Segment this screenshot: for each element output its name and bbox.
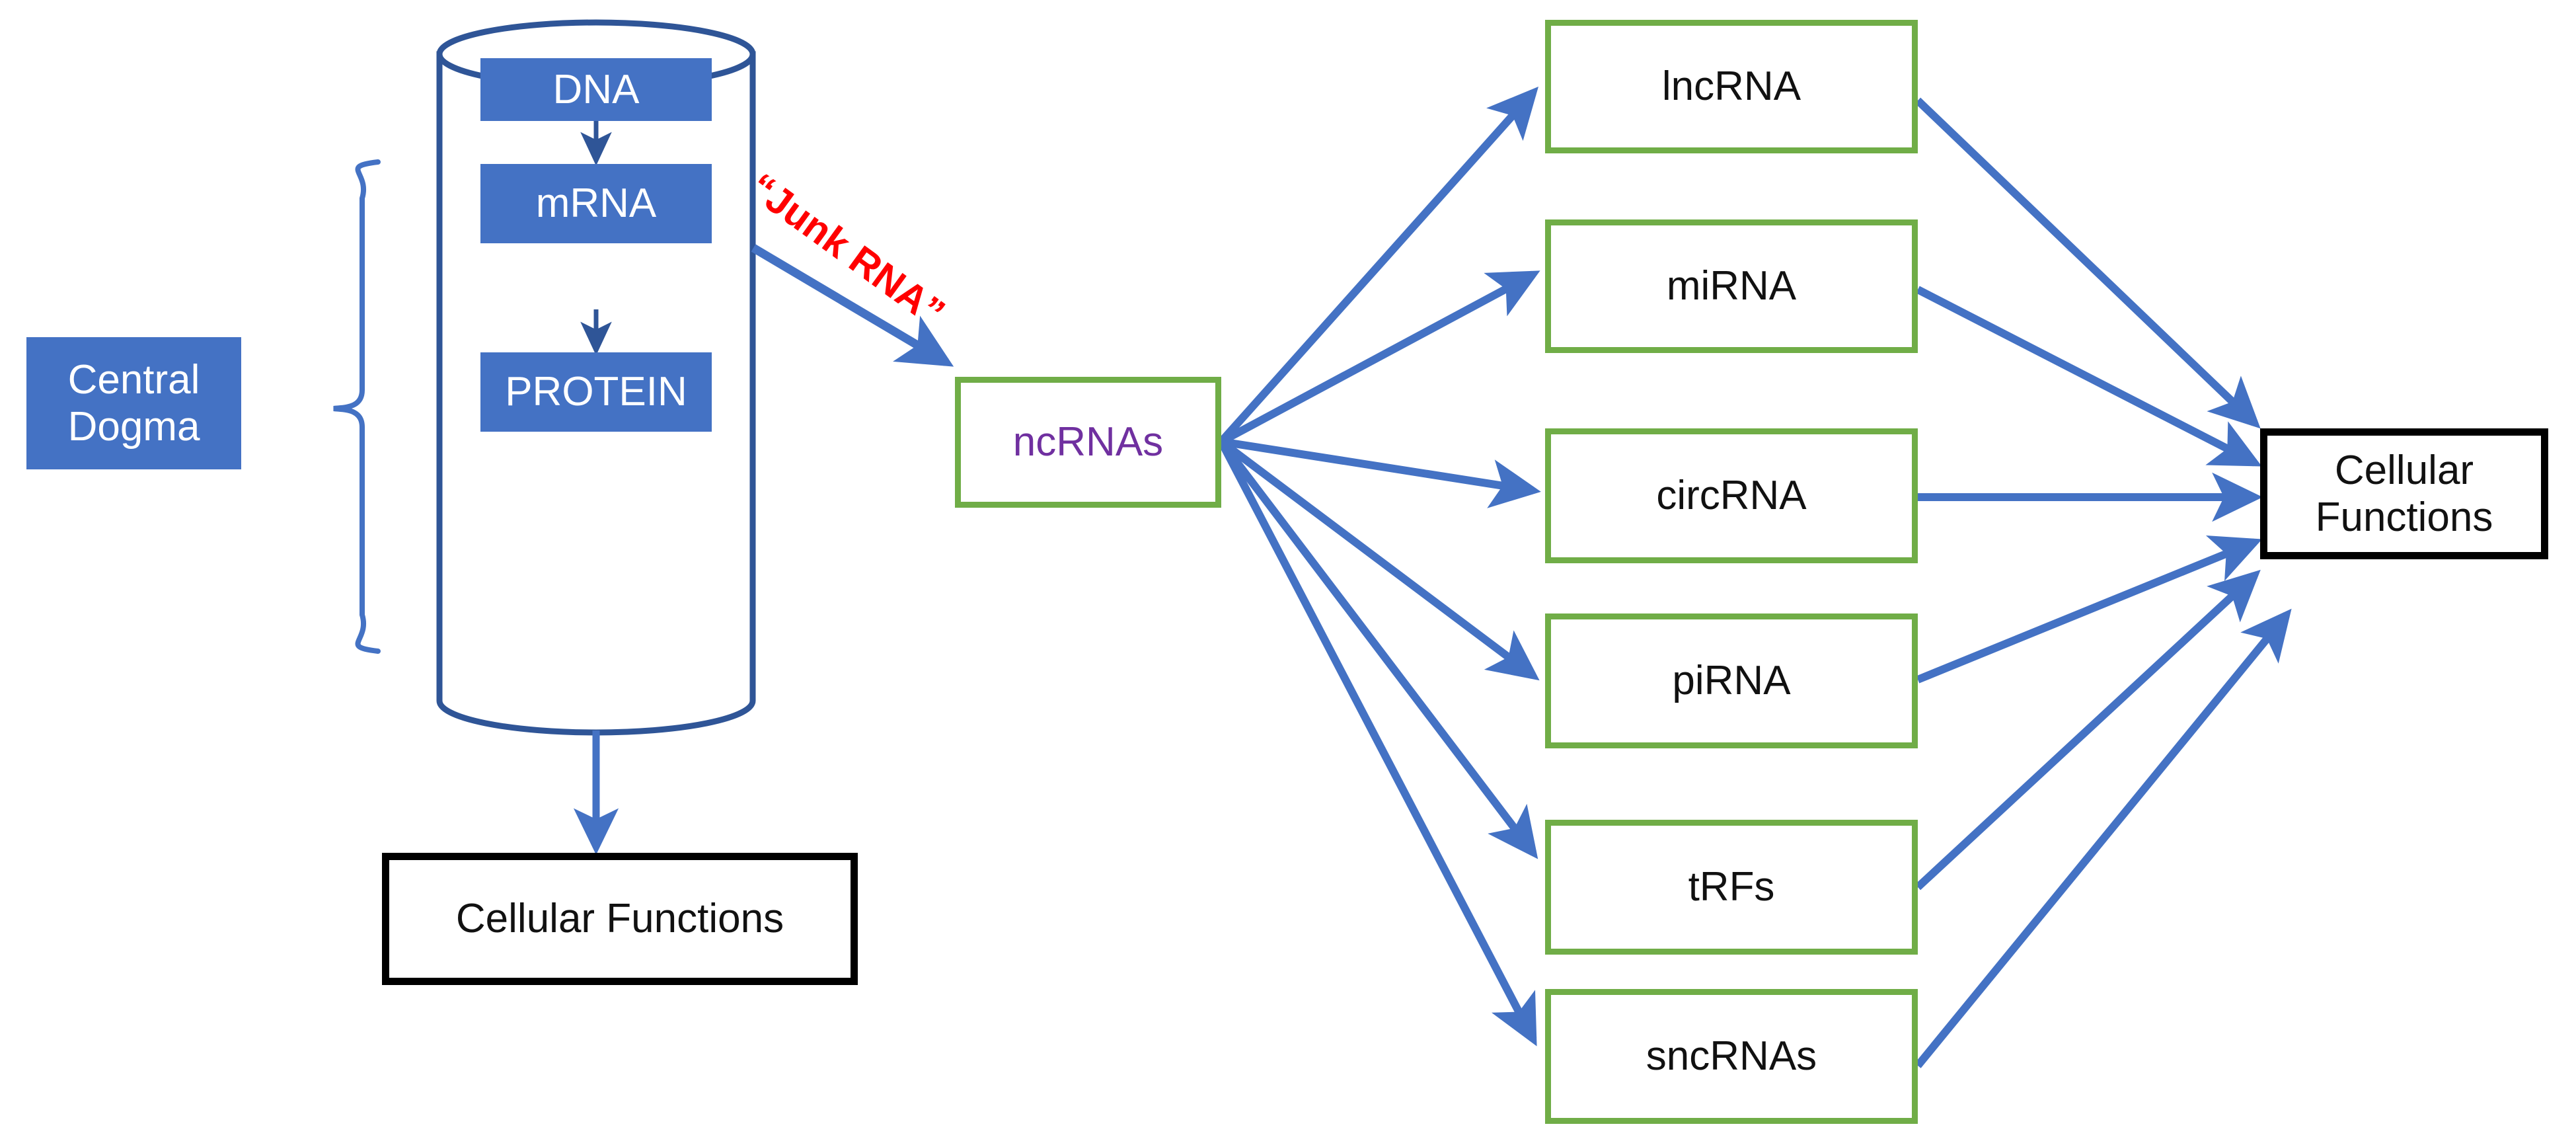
central-dogma-label-line1: Central <box>67 356 200 403</box>
arrow-trfs-to-cellular-functions <box>1914 569 2261 890</box>
central-dogma-box[interactable]: Central Dogma <box>26 337 241 469</box>
mirna-label: miRNA <box>1666 263 1797 309</box>
lncrna-box[interactable]: lncRNA <box>1545 20 1918 153</box>
arrow-group-to-cellular-functions <box>1914 97 2292 1068</box>
lncrna-label: lncRNA <box>1661 63 1801 110</box>
central-dogma-label-line2: Dogma <box>67 404 200 450</box>
arrow-ncrna-to-sncrnas <box>1217 440 1537 1047</box>
arrow-mirna-to-cellular-functions <box>1916 286 2262 467</box>
mirna-box[interactable]: miRNA <box>1545 219 1918 353</box>
arrow-ncrna-to-pirna <box>1219 438 1540 681</box>
ncrnas-box[interactable]: ncRNAs <box>955 377 1221 508</box>
pirna-label: piRNA <box>1672 658 1791 704</box>
dna-label: DNA <box>552 66 640 112</box>
arrow-ncrna-to-lncrna <box>1218 87 1538 444</box>
cellular-functions-right-label-line2: Functions <box>2315 494 2493 540</box>
central-dogma-brace <box>333 159 381 654</box>
circrna-label: circRNA <box>1656 473 1807 519</box>
trfs-label: tRFs <box>1688 864 1775 910</box>
arrow-lncrna-to-cellular-functions <box>1914 97 2261 429</box>
cellular-functions-left-label: Cellular Functions <box>455 896 784 942</box>
arrow-ncrna-to-circrna <box>1221 438 1541 508</box>
arrow-ncrna-to-trfs <box>1218 439 1538 859</box>
mrna-box[interactable]: mRNA <box>480 164 712 243</box>
cellular-functions-box-left[interactable]: Cellular Functions <box>382 853 858 985</box>
ncrnas-label: ncRNAs <box>1012 419 1164 465</box>
cellular-functions-right-label-line1: Cellular <box>2334 447 2474 493</box>
arrow-sncrnas-to-cellular-functions <box>1914 608 2292 1068</box>
arrow-ncrna-to-mirna <box>1219 270 1540 446</box>
sncrnas-label: sncRNAs <box>1646 1033 1817 1080</box>
circrna-box[interactable]: circRNA <box>1545 428 1918 563</box>
pirna-box[interactable]: piRNA <box>1545 613 1918 748</box>
protein-label: PROTEIN <box>505 369 687 415</box>
arrow-pirna-to-cellular-functions <box>1916 535 2263 684</box>
dna-box[interactable]: DNA <box>480 58 712 121</box>
protein-box[interactable]: PROTEIN <box>480 352 712 432</box>
arrow-junk-rna <box>751 244 954 367</box>
trfs-box[interactable]: tRFs <box>1545 820 1918 955</box>
mrna-label: mRNA <box>535 180 657 227</box>
cellular-functions-box-right[interactable]: Cellular Functions <box>2260 428 2548 559</box>
arrow-group-ncrna-fanout <box>1217 87 1541 1047</box>
sncrnas-box[interactable]: sncRNAs <box>1545 989 1918 1124</box>
